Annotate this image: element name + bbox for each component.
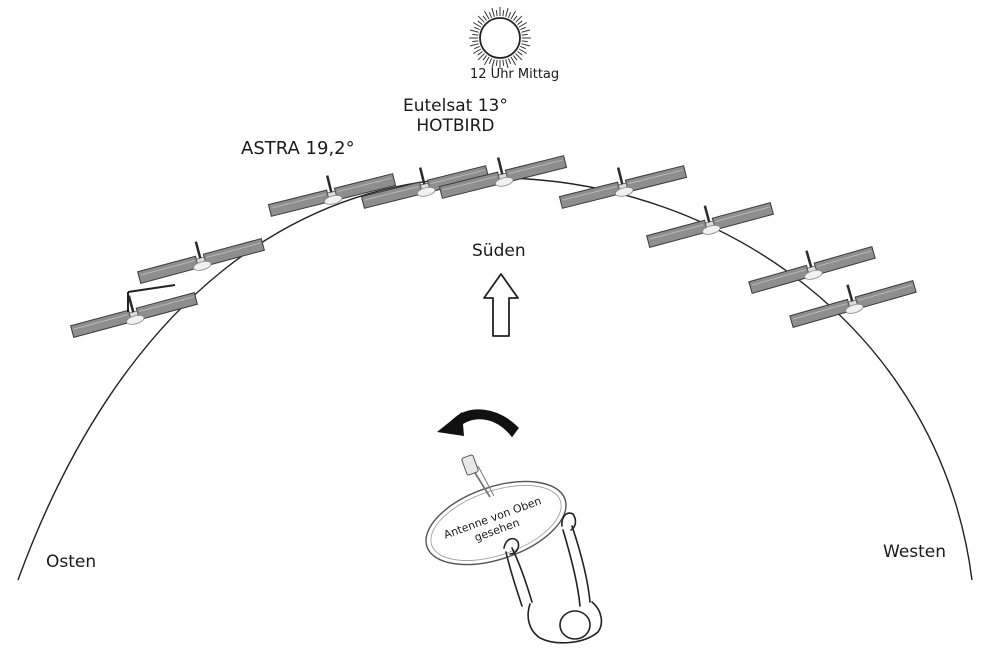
- sun-ray: [521, 29, 531, 33]
- sun-ray: [484, 56, 490, 66]
- satellite-link: [127, 284, 176, 312]
- sun-ray: [510, 10, 516, 20]
- sun-ray: [520, 26, 527, 31]
- west-label: Westen: [883, 542, 947, 562]
- sun-ray: [477, 15, 485, 23]
- sun-ray: [491, 59, 495, 69]
- sun-ray: [512, 15, 518, 21]
- sun-ray: [507, 11, 512, 18]
- satellite-icon: [132, 223, 267, 288]
- sun-icon: [469, 7, 531, 69]
- sun-ray: [502, 10, 505, 17]
- sun-ray: [473, 26, 480, 31]
- curved-arrow-left-icon: [437, 409, 519, 438]
- sun-ray: [518, 22, 528, 28]
- sun-ray: [517, 20, 523, 26]
- sun-label: 12 Uhr Mittag: [470, 67, 560, 82]
- south-label: Süden: [472, 241, 526, 261]
- person-top-view-icon: [503, 512, 603, 644]
- satellite-icon: [743, 231, 878, 298]
- eutelsat-hotbird-label: Eutelsat 13° HOTBIRD: [403, 96, 508, 136]
- sun-ray: [482, 55, 488, 61]
- sun-ray: [488, 58, 493, 65]
- sun-ray: [491, 7, 495, 17]
- sun-ray: [515, 15, 523, 23]
- sun-ray: [477, 53, 485, 61]
- satellite-icon: [263, 158, 398, 221]
- satellite-icon: [554, 150, 689, 213]
- sun-ray: [512, 55, 518, 61]
- sun-ray: [472, 40, 479, 43]
- sun-ray: [477, 20, 483, 26]
- sun-ray: [505, 59, 509, 69]
- arrow-up-icon: [483, 273, 519, 337]
- sun-ray: [472, 22, 482, 28]
- sun-ray: [520, 45, 527, 50]
- satellite-icon: [65, 277, 200, 342]
- sun-ray: [472, 48, 482, 54]
- sun-ray: [484, 10, 490, 20]
- sun-ray: [473, 45, 480, 50]
- sun-ray: [482, 15, 488, 21]
- sun-ray: [521, 33, 528, 36]
- sun-ray: [495, 10, 498, 17]
- sun-ray: [488, 11, 493, 18]
- east-label: Osten: [46, 552, 97, 572]
- sun-ray: [515, 53, 523, 61]
- sun-ray: [502, 59, 505, 66]
- eutelsat-label: Eutelsat 13°: [403, 96, 508, 116]
- sun-ray: [521, 43, 531, 47]
- sun-ray: [495, 59, 498, 66]
- sun-ray: [518, 48, 528, 54]
- sun-ray: [505, 7, 509, 17]
- sun-ray: [507, 58, 512, 65]
- sun-ray: [469, 43, 479, 47]
- satellite-icon: [434, 140, 569, 203]
- satellite-icon: [641, 187, 776, 252]
- sun-ray: [510, 56, 516, 66]
- sun-ray: [517, 50, 523, 56]
- sun-ray: [477, 50, 483, 56]
- hotbird-label: HOTBIRD: [416, 115, 495, 136]
- sun-ray: [472, 33, 479, 36]
- sun-ray: [469, 29, 479, 33]
- sun-ray: [521, 40, 528, 43]
- astra-label: ASTRA 19,2°: [241, 138, 355, 159]
